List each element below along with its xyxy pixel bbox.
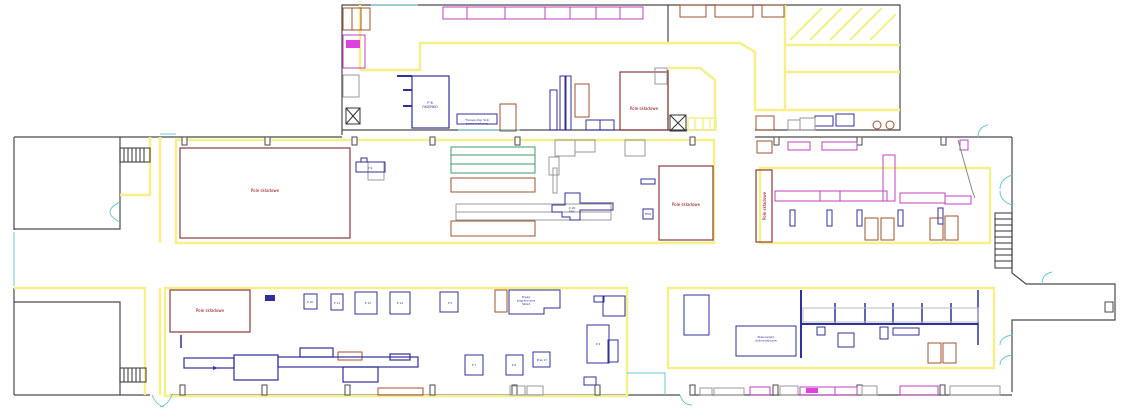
storage-field-top: Pole składowe <box>619 71 669 131</box>
machine-mms: MMS <box>642 208 654 220</box>
storage-field-4: Pole składowe <box>755 169 773 243</box>
press-p17: Pras 17 <box>532 351 551 368</box>
workstations-right <box>789 207 944 227</box>
diagonal-conveyor <box>957 139 976 199</box>
shelving-upper <box>342 6 644 69</box>
press-p14: P 14 <box>389 291 411 315</box>
wall-columns <box>179 136 947 396</box>
machine-p9: P 9 <box>355 157 386 173</box>
conveyor-gray <box>342 67 668 221</box>
tool-magenta <box>346 40 360 48</box>
svg-text:Pras 17: Pras 17 <box>537 358 548 362</box>
machine-b <box>583 376 597 386</box>
shelving-bottom <box>749 385 939 396</box>
arrowhead-icon <box>213 366 218 370</box>
press-p4: P 4 <box>586 324 619 364</box>
racks-brown <box>337 83 959 396</box>
svg-text:P 9: P 9 <box>368 166 373 170</box>
press-p12: P 12 <box>354 291 378 315</box>
press-p5: P 5 <box>439 291 459 313</box>
machine-square-right <box>593 295 626 317</box>
storage-field-2: Pole składowe <box>658 165 714 241</box>
machine-large-left <box>683 294 710 336</box>
control-unit <box>640 178 656 185</box>
shelving-right <box>774 139 972 205</box>
magenta-item <box>806 388 818 393</box>
press-p6: P 6 <box>505 354 524 376</box>
svg-text:Pole składowe: Pole składowe <box>251 188 280 193</box>
svg-text:P 6: P 6 <box>512 363 517 367</box>
svg-text:Pole składowe: Pole składowe <box>630 106 659 111</box>
svg-text:P 12: P 12 <box>365 301 371 305</box>
racks-green <box>450 146 536 174</box>
stairs-left-top <box>119 147 151 163</box>
assembly-line <box>800 290 979 358</box>
svg-text:P 10: P 10 <box>307 300 313 304</box>
press-line <box>183 347 419 383</box>
svg-text:Pole składowe: Pole składowe <box>196 308 225 313</box>
svg-text:P 5: P 5 <box>448 301 453 305</box>
upper-right-units <box>787 113 895 131</box>
svg-text:P 14: P 14 <box>397 301 403 305</box>
assembly-bench <box>802 307 979 323</box>
machine-small-blue <box>265 295 275 301</box>
vertical-feeders <box>549 75 615 131</box>
svg-text:P 4: P 4 <box>596 342 601 346</box>
svg-text:Pole składowe: Pole składowe <box>672 202 701 207</box>
storage-field-3: Pole składowe <box>169 289 251 333</box>
svg-text:Pole składowe: Pole składowe <box>762 191 767 220</box>
wall-niche <box>1104 301 1114 313</box>
lockers <box>342 4 785 131</box>
walkways <box>14 5 996 398</box>
door-left-room <box>109 201 121 223</box>
storage-field-1: Pole składowe <box>179 147 351 239</box>
svg-text:P 11: P 11 <box>334 301 340 305</box>
crate-x-2 <box>669 114 687 132</box>
doors <box>13 4 1053 408</box>
press-p10: P 10 <box>303 293 318 310</box>
crate-x-1 <box>345 107 361 125</box>
svg-text:P 7: P 7 <box>472 363 477 367</box>
hatched-zone <box>789 7 897 41</box>
stairs-left-bottom <box>119 367 147 383</box>
press-p11: P 11 <box>330 293 344 311</box>
wall-cabinets <box>509 385 1001 396</box>
press-p7: P 7 <box>464 354 484 376</box>
yellow-rail <box>687 117 717 131</box>
stairs-right <box>994 212 1013 269</box>
svg-text:MMS: MMS <box>645 212 651 216</box>
